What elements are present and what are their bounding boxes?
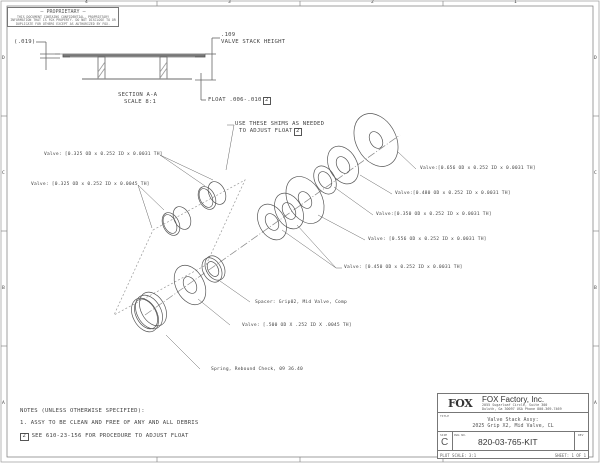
- note-1-marker: 1.: [20, 420, 28, 426]
- float-label: FLOAT .006-.010: [208, 97, 262, 103]
- note-1: 1. ASSY TO BE CLEAN AND FREE OF ANY AND …: [20, 420, 198, 426]
- proprietary-body: THIS DOCUMENT CONTAINS CONFIDENTIAL, PRO…: [10, 15, 116, 26]
- exploded-view-geometry: [113, 113, 417, 370]
- shim-note-line1: USE THESE SHIMS AS NEEDED: [235, 121, 325, 127]
- rev-label: REV: [578, 433, 584, 437]
- zone-side-a: A: [2, 401, 5, 406]
- company-name: FOX Factory, Inc.: [482, 395, 545, 404]
- section-title: SECTION A-A: [118, 92, 158, 98]
- zone-side-c-right: C: [594, 171, 597, 176]
- size-cell: SIZE C: [438, 432, 453, 450]
- callout-valve-656: Valve:[0.656 OD x 0.252 ID x 0.0031 TH]: [420, 166, 536, 171]
- drawing-title-line2: 2025 Grip X2, Mid Valve, CL: [472, 423, 554, 429]
- proprietary-notice: — PROPRIETARY — THIS DOCUMENT CONTAINS C…: [7, 7, 119, 27]
- title-cell: TITLE Valve Stack Assy: 2025 Grip X2, Mi…: [438, 412, 588, 431]
- callout-valve-556: Valve: [0.556 OD x 0.252 ID x 0.0031 TH]: [368, 237, 487, 242]
- notes-heading: NOTES (UNLESS OTHERWISE SPECIFIED):: [20, 408, 145, 414]
- title-block: FOX FOX Factory, Inc. 2055 Sugarloaf Cir…: [437, 393, 589, 459]
- drawing-title-line1: Valve Stack Assy:: [487, 417, 539, 423]
- zone-side-b: B: [2, 286, 5, 291]
- callout-valve-350: Valve:[0.350 OD x 0.252 ID x 0.0031 TH]: [376, 212, 492, 217]
- plot-scale: PLOT SCALE: 3:1: [440, 453, 477, 458]
- sheet-number: SHEET: 1 OF 1: [554, 453, 586, 458]
- company-address: 2055 Sugarloaf Circle, Suite 300 Duluth,…: [482, 403, 562, 411]
- shim-note-ref: 2: [293, 128, 303, 136]
- drawing-number: 820-03-765-KIT: [478, 437, 538, 447]
- section-scale: SCALE 8:1: [124, 99, 157, 105]
- size-label: SIZE: [440, 433, 448, 437]
- dwg-row: SIZE C DWG NO. 820-03-765-KIT REV: [438, 431, 588, 450]
- dwg-no-label: DWG NO.: [454, 433, 467, 437]
- callout-spacer: Spacer: Grip02, Mid Valve, Comp: [255, 300, 347, 305]
- callout-valve-480: Valve:[0.480 OD x 0.252 ID x 0.0031 TH]: [395, 191, 511, 196]
- shim-note-text: TO ADJUST FLOAT: [239, 128, 293, 134]
- size-value: C: [441, 437, 449, 448]
- zone-side-c: C: [2, 171, 5, 176]
- note-2-text: SEE 610-23-156 FOR PROCEDURE TO ADJUST F…: [31, 433, 189, 439]
- proprietary-heading: — PROPRIETARY —: [40, 9, 86, 15]
- callout-valve-325-0031: Valve: [0.325 OD x 0.252 ID x 0.0031 TH]: [44, 152, 163, 157]
- dim-stack-height-value: .109: [221, 32, 236, 38]
- plot-row: PLOT SCALE: 3:1 SHEET: 1 OF 1: [438, 450, 588, 459]
- address-line-2: Duluth, Ga 30097 USA Phone 800-369-7469: [482, 406, 562, 411]
- zone-top-3: 3: [228, 0, 231, 5]
- zone-side-a-right: A: [594, 401, 597, 406]
- zone-side-d-right: D: [594, 56, 597, 61]
- callout-valve-325-0045: Valve: [0.325 OD x 0.252 ID x 0.0045 TH]: [31, 182, 150, 187]
- zone-top-4: 4: [85, 0, 88, 5]
- section-a-a-geometry: [36, 37, 220, 101]
- rev-cell: REV: [574, 432, 589, 450]
- zone-side-d: D: [2, 56, 5, 61]
- zone-top-1: 1: [514, 0, 517, 5]
- address-line-1: 2055 Sugarloaf Circle, Suite 300: [482, 403, 548, 407]
- zone-side-b-right: B: [594, 286, 597, 291]
- dim-thickness: (.019): [14, 39, 36, 45]
- callout-valve-450: Valve: [0.450 OD x 0.252 ID x 0.0031 TH]: [344, 265, 463, 270]
- float-note-ref: 2: [262, 97, 272, 105]
- fox-logo: FOX: [448, 397, 473, 410]
- title-label: TITLE: [440, 414, 450, 418]
- note-1-text: ASSY TO BE CLEAN AND FREE OF ANY AND ALL…: [30, 420, 199, 426]
- callout-valve-500: Valve: [.500 OD X .252 ID X .0045 TH]: [242, 323, 352, 328]
- dim-stack-height-label: VALVE STACK HEIGHT: [221, 39, 286, 45]
- zone-top-2: 2: [371, 0, 374, 5]
- note-2-marker: 2: [20, 433, 29, 441]
- callout-spring: Spring, Rebound Check, 09 36.40: [211, 367, 303, 372]
